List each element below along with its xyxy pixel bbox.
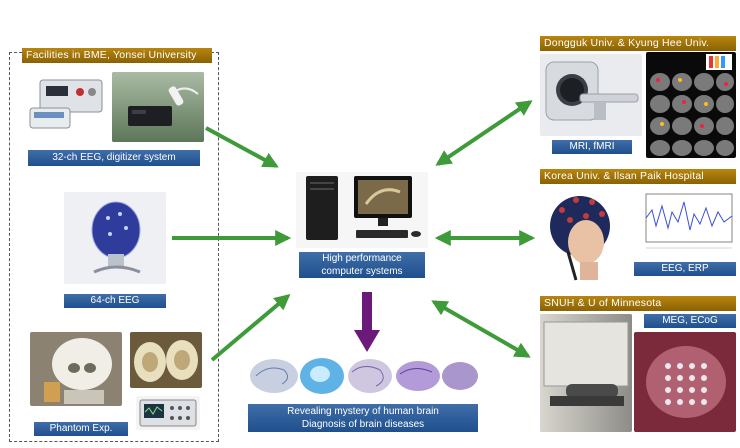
eeg-cap-woman-photo <box>540 186 632 286</box>
arrow-eeg32-to-computer <box>205 126 279 168</box>
meg-ecog-label: MEG, ECoG <box>644 314 736 328</box>
oscilloscope-photo <box>136 396 200 430</box>
phantom-skull-photo <box>30 332 122 406</box>
outcome-label-line1: Revealing mystery of human brain <box>287 406 439 417</box>
mri-scanner-photo <box>540 54 642 136</box>
eeg32-label: 32-ch EEG, digitizer system <box>28 150 200 166</box>
phantom-halves-photo <box>130 332 202 388</box>
eeg-erp-label: EEG, ERP <box>634 262 736 276</box>
arrow-phantom-to-computer <box>210 293 291 362</box>
brain-images-strip <box>248 354 480 400</box>
arrow-computer-to-outcome <box>354 292 380 352</box>
left-group-header: Facilities in BME, Yonsei University <box>22 48 212 63</box>
eeg32-amplifier-photo <box>22 70 110 140</box>
computer-label-line1: High performance <box>322 253 402 264</box>
computer-label-line2: computer systems <box>321 266 403 277</box>
ecog-electrode-photo <box>634 332 736 432</box>
computer-label: High performance computer systems <box>299 252 425 278</box>
eeg-waveform-plot <box>634 188 736 254</box>
eeg-group-header: Korea Univ. & Ilsan Paik Hospital <box>540 169 736 184</box>
outcome-label-line2: Diagnosis of brain diseases <box>301 419 425 430</box>
fmri-slices-photo <box>646 52 736 158</box>
computer-photo <box>296 172 428 248</box>
outcome-label: Revealing mystery of human brain Diagnos… <box>248 404 478 432</box>
arrow-computer-meg <box>431 300 531 358</box>
eeg64-cap-photo <box>64 192 166 284</box>
mri-label: MRI, fMRI <box>552 140 632 154</box>
phantom-label: Phantom Exp. <box>34 422 128 436</box>
eeg32-digitizer-photo <box>112 72 204 142</box>
meg-group-header: SNUH & U of Minnesota <box>540 296 736 311</box>
eeg64-label: 64-ch EEG <box>64 294 166 308</box>
arrow-computer-mri <box>435 100 533 166</box>
meg-room-photo <box>540 314 632 432</box>
mri-group-header: Dongguk Univ. & Kyung Hee Univ. <box>540 36 736 51</box>
